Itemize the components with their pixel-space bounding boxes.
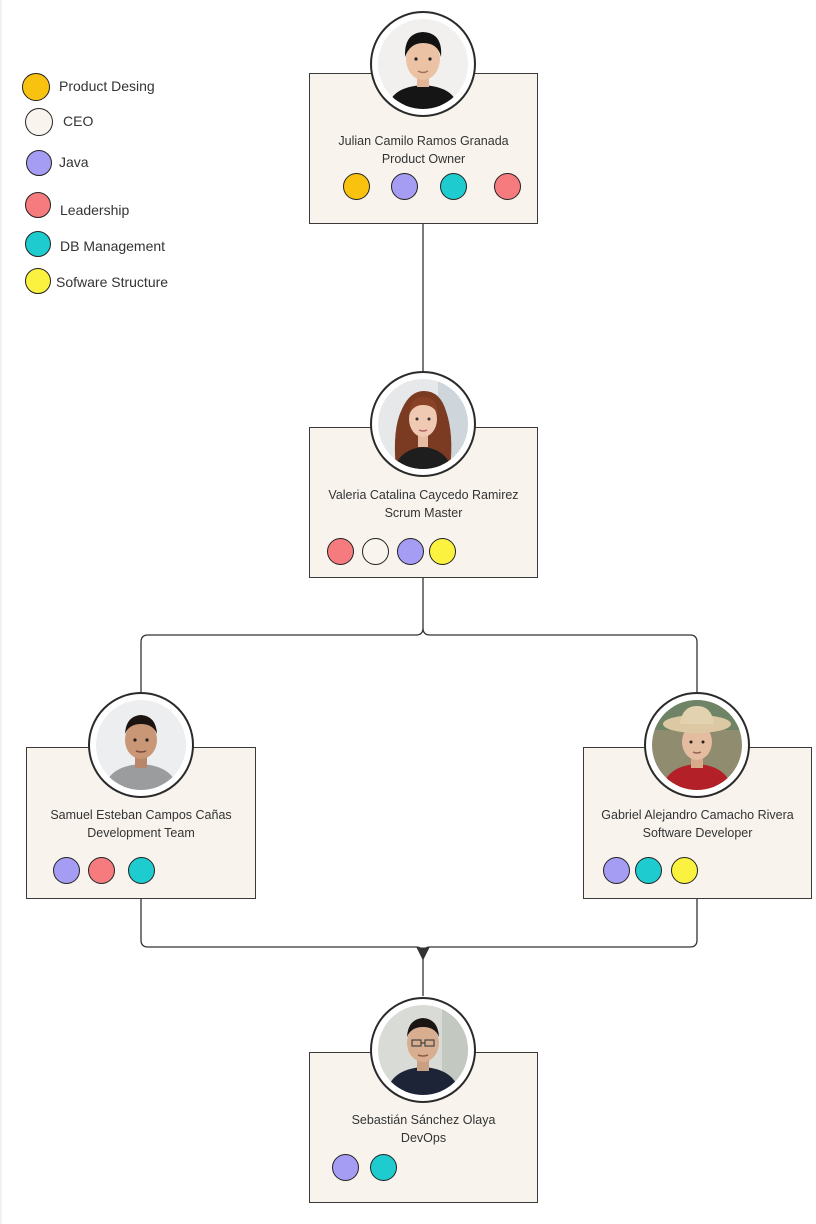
person-photo-icon xyxy=(378,1005,468,1095)
skill-dot-product-design xyxy=(343,173,370,200)
skill-dot-db-management xyxy=(635,857,662,884)
skill-dot-software-structure xyxy=(671,857,698,884)
legend-item-leadership: Leadership xyxy=(25,192,225,222)
avatar xyxy=(370,11,476,117)
avatar xyxy=(644,692,750,798)
legend-swatch xyxy=(25,231,51,257)
legend-label: Sofware Structure xyxy=(56,274,169,290)
skill-dot-java xyxy=(53,857,80,884)
skill-dot-leadership xyxy=(88,857,115,884)
avatar xyxy=(370,997,476,1103)
person-photo-icon xyxy=(96,700,186,790)
member-name: Samuel Esteban Campos Cañas xyxy=(50,808,232,822)
skill-dot-db-management xyxy=(440,173,467,200)
skill-dot-leadership xyxy=(327,538,354,565)
avatar xyxy=(88,692,194,798)
legend-swatch xyxy=(25,192,51,218)
skill-dot-ceo xyxy=(362,538,389,565)
legend-item-ceo: CEO xyxy=(25,108,225,138)
skill-dot-leadership xyxy=(494,173,521,200)
member-role: Scrum Master xyxy=(384,506,463,520)
legend-swatch xyxy=(26,150,52,176)
skill-dot-software-structure xyxy=(429,538,456,565)
member-name: Valeria Catalina Caycedo Ramirez xyxy=(328,488,519,502)
member-role: Development Team xyxy=(87,826,195,840)
legend-item-db-management: DB Management xyxy=(25,231,225,261)
legend-item-java: Java xyxy=(26,150,226,180)
page-left-edge xyxy=(0,0,2,1224)
connector-sm-to-dev-branch xyxy=(140,578,698,695)
legend-label: DB Management xyxy=(60,238,166,254)
avatar xyxy=(370,371,476,477)
member-role: DevOps xyxy=(400,1131,447,1145)
legend-swatch xyxy=(22,73,50,101)
skill-dot-java xyxy=(603,857,630,884)
member-name: Gabriel Alejandro Camacho Rivera xyxy=(601,808,794,822)
member-role: Software Developer xyxy=(642,826,753,840)
legend-label: Leadership xyxy=(60,202,130,218)
skill-dot-db-management xyxy=(370,1154,397,1181)
legend-item-product-design: Product Desing xyxy=(22,73,222,103)
skill-dot-java xyxy=(391,173,418,200)
legend-label: Product Desing xyxy=(59,78,155,94)
legend-swatch xyxy=(25,108,53,136)
legend-label: Java xyxy=(59,154,89,170)
connector-devs-to-devops xyxy=(140,899,698,996)
skill-dot-java xyxy=(332,1154,359,1181)
legend-item-software-structure: Sofware Structure xyxy=(25,268,225,298)
skill-dot-java xyxy=(397,538,424,565)
skill-dot-db-management xyxy=(128,857,155,884)
member-name: Julian Camilo Ramos Granada xyxy=(338,134,509,148)
person-photo-icon xyxy=(378,19,468,109)
member-card-development-team[interactable]: Samuel Esteban Campos Cañas Development … xyxy=(26,747,256,899)
legend-swatch xyxy=(25,268,51,294)
person-photo-icon xyxy=(652,700,742,790)
member-role: Product Owner xyxy=(381,152,466,166)
legend-label: CEO xyxy=(63,113,94,129)
member-name: Sebastián Sánchez Olaya xyxy=(351,1113,496,1127)
person-photo-icon xyxy=(378,379,468,469)
